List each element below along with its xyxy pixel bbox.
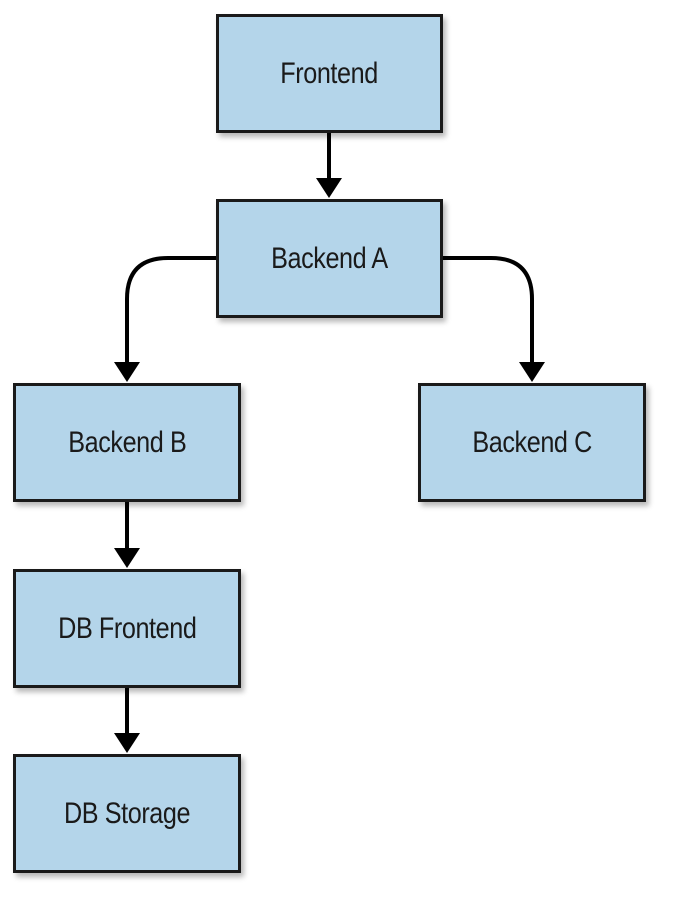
node-frontend: Frontend bbox=[216, 14, 443, 133]
node-backend-c: Backend C bbox=[418, 383, 646, 502]
node-db-frontend: DB Frontend bbox=[13, 569, 241, 688]
node-label: Frontend bbox=[280, 56, 379, 90]
node-label: Backend A bbox=[271, 241, 388, 275]
node-label: DB Storage bbox=[63, 796, 191, 830]
node-backend-a: Backend A bbox=[216, 199, 443, 318]
node-db-storage: DB Storage bbox=[13, 754, 241, 873]
node-label: Backend C bbox=[472, 425, 592, 459]
node-label: DB Frontend bbox=[57, 611, 197, 645]
node-label: Backend B bbox=[67, 425, 187, 459]
edge-frontend-to-backend-a bbox=[316, 133, 342, 198]
edge-db-frontend-to-db-storage bbox=[114, 688, 140, 753]
edge-backend-b-to-db-frontend bbox=[114, 502, 140, 568]
edge-backend-a-to-backend-c bbox=[443, 256, 545, 382]
edge-backend-a-to-backend-b bbox=[114, 256, 216, 382]
node-backend-b: Backend B bbox=[13, 383, 241, 502]
